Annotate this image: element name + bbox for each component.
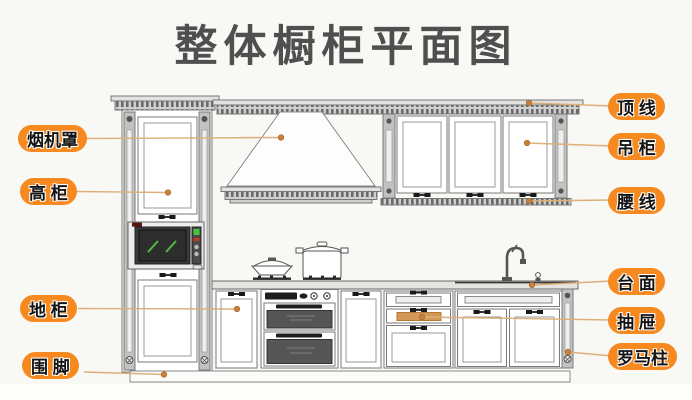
range-hood-icon	[220, 111, 382, 204]
waist-line-icon	[380, 198, 572, 206]
label-tall-cabinet: 高 柜	[20, 178, 77, 205]
countertop-icon	[211, 280, 579, 290]
faucet-icon	[502, 244, 541, 281]
background-strip	[0, 384, 692, 400]
microwave-icon	[127, 221, 205, 270]
label-base-cabinet: 地 柜	[20, 295, 77, 322]
sink-cabinet-icon	[454, 290, 563, 369]
wall-cabinet-icon	[380, 113, 572, 206]
label-roman-column: 罗马柱	[608, 343, 677, 370]
callout-dots	[160, 99, 572, 378]
page-title: 整体橱柜平面图	[174, 24, 518, 71]
oven-icon	[260, 289, 339, 369]
wok-icon	[250, 257, 294, 280]
label-wall-cabinet: 吊 柜	[608, 133, 665, 160]
roman-column-icon	[561, 288, 574, 369]
label-range-hood-cover: 烟机罩	[18, 125, 87, 152]
cooking-pot-icon	[295, 241, 349, 280]
drawer-stack-icon	[383, 290, 454, 369]
label-waist-line: 腰 线	[608, 187, 665, 214]
base-cabinet-icon	[215, 288, 574, 369]
label-countertop: 台 面	[608, 268, 665, 295]
label-crown-molding: 顶 线	[608, 93, 665, 120]
crown-molding-icon	[110, 95, 584, 115]
callout-lines	[76, 102, 613, 376]
tall-cabinet-icon	[121, 109, 213, 373]
label-toe-kick: 围 脚	[22, 352, 79, 379]
label-drawer: 抽 屉	[608, 307, 665, 334]
toe-kick-icon	[129, 370, 571, 383]
